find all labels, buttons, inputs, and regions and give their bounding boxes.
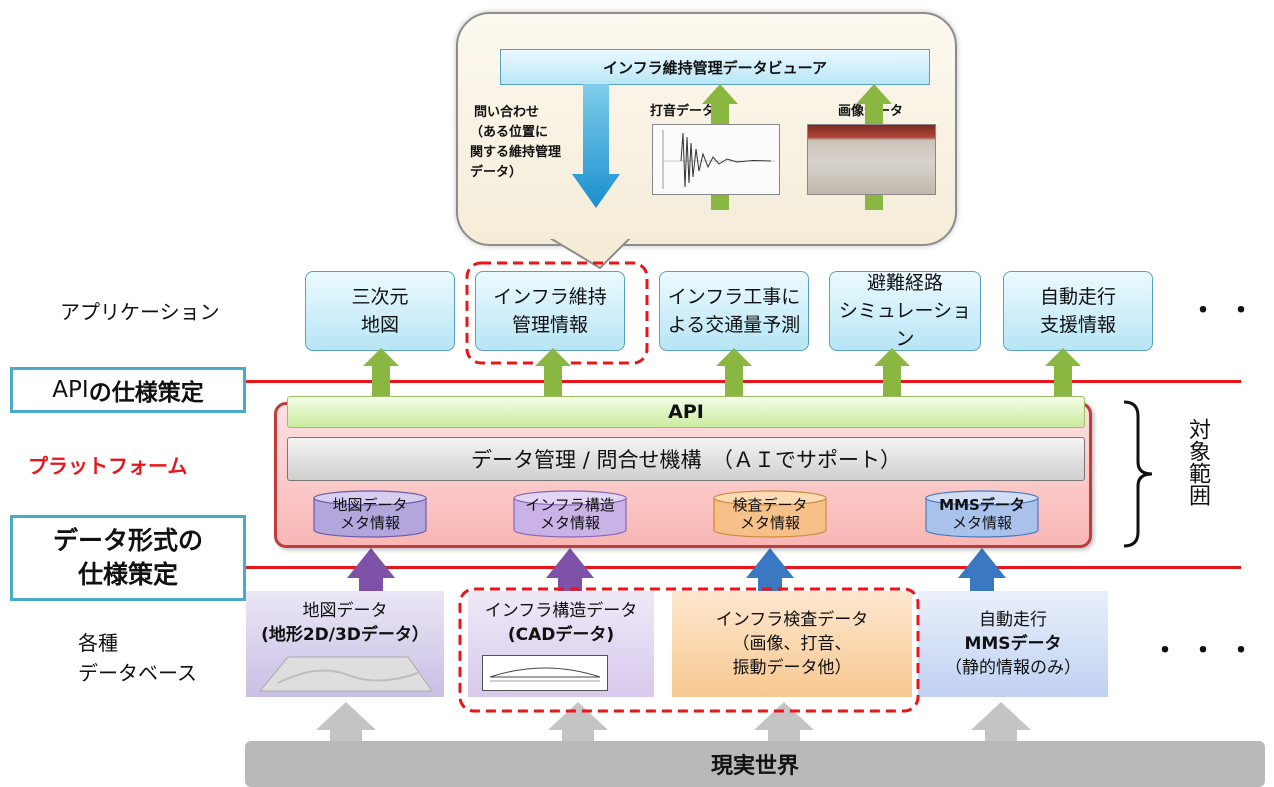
query-text: 問い合わせ （ある位置に 関する維持管理 データ）	[470, 103, 620, 183]
map-database: 地図データ (地形2D/3Dデータ）	[246, 591, 444, 697]
query-line: データ）	[470, 165, 523, 180]
query-line: （ある位置に	[470, 125, 549, 140]
viewer-title: インフラ維持管理データビューア	[500, 49, 930, 85]
platform-label: プラットフォーム	[28, 454, 188, 478]
meta-line: 検査データ	[732, 496, 808, 514]
databases-ellipsis: ・・・・	[1152, 636, 1274, 666]
map-metadata-cylinder: 地図データ メタ情報	[312, 490, 428, 538]
app-infra-maintenance: インフラ維持 管理情報	[475, 271, 625, 351]
meta-line: インフラ構造	[525, 496, 615, 514]
impact-waveform-image	[652, 124, 780, 195]
database-icon	[313, 490, 427, 538]
db-line: MMSデータ	[964, 634, 1062, 654]
blue-arrow	[958, 548, 1006, 591]
impact-data-label: 打音データ	[650, 104, 716, 119]
real-world-bar: 現実世界	[245, 741, 1265, 787]
api-spec-suffix: の仕様策定	[88, 380, 204, 406]
db-line: (CADデータ)	[507, 625, 615, 645]
meta-line: メタ情報	[539, 514, 600, 532]
db-line: 地図データ	[302, 601, 388, 621]
app-line: 支援情報	[1039, 314, 1116, 336]
db-line: （静的情報のみ）	[945, 658, 1081, 678]
app-line: インフラ維持	[493, 286, 607, 308]
app-line: 地図	[360, 314, 399, 336]
app-line: 避難経路	[866, 272, 943, 294]
app-3d-map: 三次元 地図	[305, 271, 455, 351]
terrain-image	[258, 656, 433, 692]
db-line: (地形2D/3Dデータ）	[261, 625, 429, 645]
inspection-metadata-cylinder: 検査データ メタ情報	[712, 490, 828, 538]
meta-line: MMSデータ	[939, 496, 1025, 514]
app-traffic-forecast: インフラ工事に よる交通量予測	[659, 271, 809, 351]
meta-line: メタ情報	[739, 514, 800, 532]
meta-line: メタ情報	[951, 514, 1012, 532]
callout-pointer	[544, 238, 636, 270]
infra-structure-database: インフラ構造データ (CADデータ)	[468, 591, 654, 697]
db-line: インフラ構造データ	[484, 601, 638, 621]
app-line: 自動走行	[1039, 286, 1116, 308]
scope-label: 対象範囲	[1185, 418, 1210, 506]
blue-arrow	[746, 548, 794, 591]
app-line: シミュレーション	[838, 300, 972, 350]
data-format-spec-box: データ形式の 仕様策定	[10, 515, 246, 601]
gray-up-arrows	[316, 702, 1031, 742]
cad-drawing-image	[482, 655, 608, 691]
db-row-line: 各種	[78, 631, 118, 655]
query-line: 問い合わせ	[474, 105, 540, 120]
db-line: インフラ検査データ	[715, 610, 869, 630]
meta-line: メタ情報	[339, 514, 400, 532]
format-spec-line	[244, 566, 1241, 569]
inspection-photo-image	[807, 124, 936, 195]
app-line: 管理情報	[511, 314, 588, 336]
database-icon	[925, 490, 1039, 538]
app-line: インフラ工事に	[667, 286, 801, 308]
app-evacuation-sim: 避難経路 シミュレーション	[829, 271, 981, 351]
format-spec-line2: 仕様策定	[77, 560, 178, 589]
app-line: よる交通量予測	[667, 314, 801, 336]
db-line: 振動データ他）	[732, 658, 852, 678]
databases-row-label: 各種 データベース	[78, 628, 197, 688]
applications-row-label: アプリケーション	[60, 300, 220, 324]
db-highlight-dashed-box	[458, 587, 920, 713]
purple-arrow	[347, 548, 395, 591]
mms-database: 自動走行 MMSデータ （静的情報のみ）	[918, 591, 1108, 697]
db-row-line: データベース	[78, 661, 197, 685]
db-line: 自動走行	[979, 610, 1047, 630]
infra-inspection-database: インフラ検査データ （画像、打音、 振動データ他）	[672, 591, 912, 697]
database-icon	[713, 490, 827, 538]
database-icon	[513, 490, 627, 538]
app-autonomous-driving: 自動走行 支援情報	[1003, 271, 1153, 351]
applications-ellipsis: ・・・	[1190, 296, 1274, 326]
data-management-bar: データ管理 / 問合せ機構 （ＡＩでサポート）	[287, 437, 1085, 481]
infra-metadata-cylinder: インフラ構造 メタ情報	[512, 490, 628, 538]
app-line: 三次元	[351, 286, 409, 308]
query-down-arrow-icon	[572, 84, 620, 208]
api-spec-prefix: API	[52, 377, 89, 403]
scope-bracket	[1123, 400, 1153, 548]
green-up-arrows	[363, 348, 1081, 398]
db-line: （画像、打音、	[732, 634, 852, 654]
api-bar: API	[287, 396, 1085, 428]
meta-line: 地図データ	[332, 496, 408, 514]
format-spec-line1: データ形式の	[52, 526, 203, 555]
mms-metadata-cylinder: MMSデータ メタ情報	[924, 490, 1040, 538]
purple-arrow	[546, 548, 594, 591]
query-line: 関する維持管理	[470, 145, 562, 160]
